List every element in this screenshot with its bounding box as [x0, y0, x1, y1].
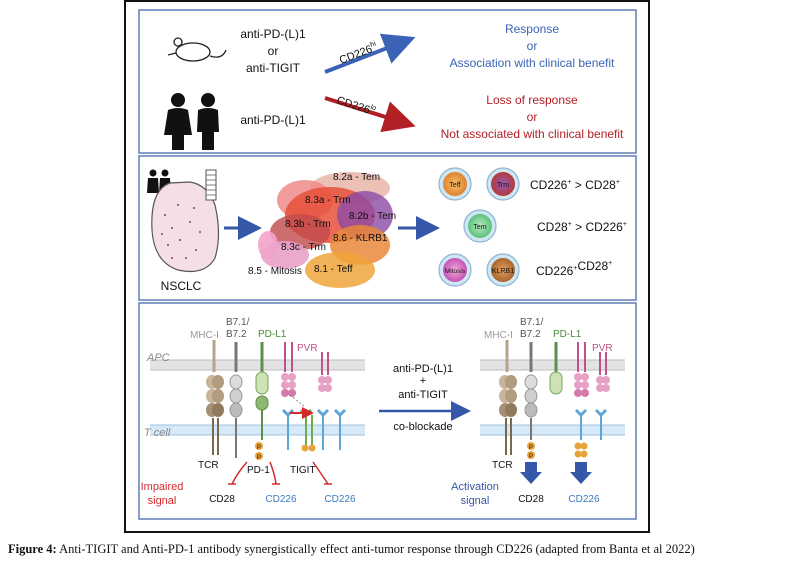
- mouse-icon: [167, 37, 227, 62]
- cluster-label: 8.2b - Tem: [349, 211, 396, 222]
- tcell-membrane-left: [150, 424, 365, 436]
- tcr-label: TCR: [198, 460, 219, 471]
- caption-text: Anti-TIGIT and Anti-PD-1 antibody synerg…: [56, 542, 695, 556]
- activation-arrow-cd28: [520, 462, 542, 484]
- pdl1-right: [549, 342, 563, 395]
- tcell-membrane-right: [480, 424, 625, 436]
- cluster-label: 8.3b - Trm: [285, 219, 331, 230]
- cluster-blob: [305, 252, 375, 288]
- drug-top-2: anti-TIGIT: [246, 61, 301, 75]
- tcr-label-right: TCR: [492, 460, 513, 471]
- cd226-label-left-a: CD226: [265, 494, 297, 505]
- expr-cd226-cd28: CD226+CD28+: [536, 259, 612, 278]
- phospho-label: P: [257, 445, 261, 451]
- mhc-label: MHC-I: [190, 330, 219, 341]
- impaired-label-1: Impaired: [141, 481, 184, 493]
- response-text-2: Association with clinical benefit: [450, 56, 615, 70]
- apc-membrane-left: [150, 359, 365, 371]
- pdl1-label-right: PD-L1: [553, 329, 582, 340]
- pvr-label: PVR: [297, 343, 318, 354]
- loss-text-or: or: [527, 110, 538, 124]
- phospho-label: P: [257, 455, 261, 461]
- pd1-label: PD-1: [247, 465, 270, 476]
- cell-teff: Teff: [438, 167, 472, 201]
- cobl-drug-2: anti-TIGIT: [398, 389, 448, 401]
- cluster-blob: [258, 231, 278, 259]
- coblockade-label: co-blockade: [393, 421, 452, 433]
- expr-cd28-gt-cd226: CD28+ > CD226+: [537, 220, 627, 234]
- mhc-tcr-complex-right: [499, 340, 517, 455]
- cluster-label: 8.5 - Mitosis: [248, 266, 302, 277]
- response-text-or: or: [527, 39, 538, 53]
- cd28-label-left: CD28: [209, 494, 235, 505]
- cell-mitosis: Mitosis: [438, 253, 472, 287]
- cd226-label-right: CD226: [568, 494, 600, 505]
- response-arrow: [324, 33, 416, 74]
- tigit-label: TIGIT: [290, 465, 316, 476]
- cluster-label: 8.2a - Tem: [333, 172, 380, 183]
- pdl1-pd1-left: P P: [255, 342, 269, 461]
- cluster-label: 8.3c - Trm: [281, 242, 326, 253]
- cell-trm: Trm: [486, 167, 520, 201]
- caption-label: Figure 4:: [8, 542, 57, 556]
- drug-top-1: anti-PD-(L)1: [240, 27, 306, 41]
- figure-caption: Figure 4: Anti-TIGIT and Anti-PD-1 antib…: [8, 542, 782, 557]
- cell-label: Teff: [449, 182, 460, 189]
- loss-text-2: Not associated with clinical benefit: [441, 127, 624, 141]
- b7-cd28-right: P P: [520, 342, 542, 484]
- cell-label: Mitosis: [445, 268, 466, 275]
- inhibition-arcs-left: [228, 461, 332, 485]
- b7-label-right-2: B7.2: [520, 329, 541, 340]
- lung-icon: [151, 169, 220, 273]
- mhc-tcr-complex-left: [206, 340, 224, 455]
- apc-membrane-right: [480, 359, 625, 371]
- tcell-label: T cell: [144, 427, 171, 439]
- cell-klrb1: KLRB1: [486, 253, 520, 287]
- b7-label-2: B7.2: [226, 329, 247, 340]
- cd28-label-right: CD28: [518, 494, 544, 505]
- loss-text-1: Loss of response: [486, 93, 578, 107]
- phospho-label: P: [529, 445, 533, 451]
- tigit-cd226-left: [281, 394, 347, 452]
- b7-cd28-left: [229, 342, 243, 458]
- cell-label: Trm: [497, 182, 509, 189]
- response-text-1: Response: [505, 22, 559, 36]
- cell-label: KLRB1: [492, 268, 514, 275]
- pvr-label-right: PVR: [592, 343, 613, 354]
- apc-label: APC: [146, 352, 170, 364]
- mhc-label-right: MHC-I: [484, 330, 513, 341]
- activation-label-1: Activation: [451, 481, 499, 493]
- pdl1-label: PD-L1: [258, 329, 287, 340]
- cell-tem: Tem: [463, 209, 497, 243]
- tissue-label: NSCLC: [161, 279, 202, 293]
- drug-top-or: or: [268, 44, 279, 58]
- b7-label-right-1: B7.1/: [520, 317, 544, 328]
- expr-cd226-gt-cd28: CD226+ > CD28+: [530, 178, 620, 192]
- b7-label-1: B7.1/: [226, 317, 250, 328]
- patients-icon: [164, 93, 219, 150]
- phospho-label: P: [529, 454, 533, 460]
- pvr-left: [281, 342, 332, 397]
- cluster-label: 8.3a - Trm: [305, 195, 351, 206]
- activation-label-2: signal: [461, 495, 490, 507]
- cluster-label: 8.6 - KLRB1: [333, 233, 388, 244]
- impaired-label-2: signal: [148, 495, 177, 507]
- loss-arrow: [324, 96, 416, 133]
- umap-plot: [258, 172, 393, 288]
- figure: anti-PD-(L)1 or anti-TIGIT anti-PD-(L)1 …: [124, 0, 650, 533]
- cd226-label-left-b: CD226: [324, 494, 356, 505]
- cobl-plus: +: [420, 375, 426, 387]
- cluster-label: 8.1 - Teff: [314, 264, 353, 275]
- cell-label: Tem: [473, 224, 486, 231]
- pvr-cd226-right: [570, 342, 610, 484]
- activation-arrow-cd226: [570, 462, 592, 484]
- drug-bottom: anti-PD-(L)1: [240, 113, 306, 127]
- cobl-drug-1: anti-PD-(L)1: [393, 363, 453, 375]
